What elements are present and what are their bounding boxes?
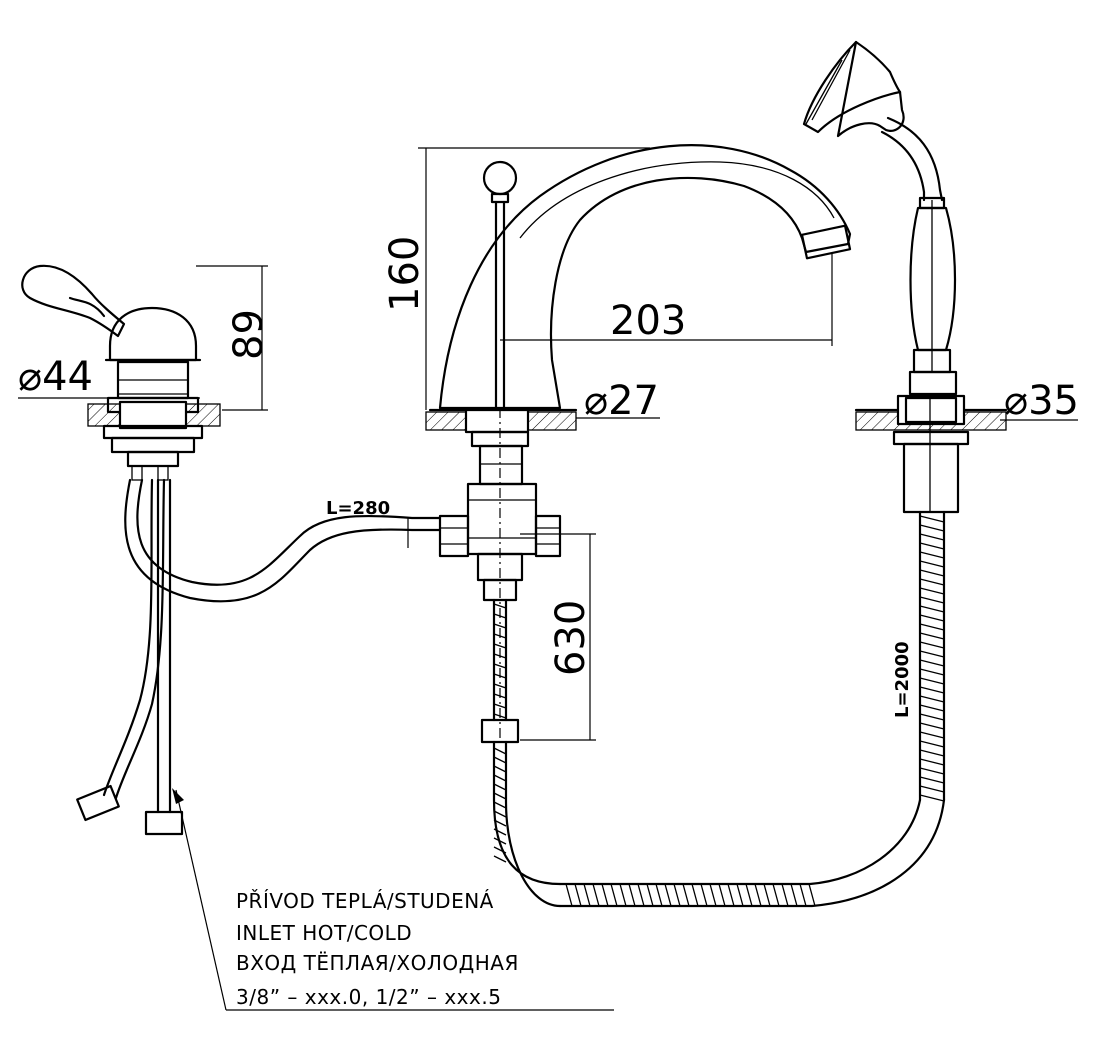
note-line-4: 3/8” – xxx.0, 1/2” – xxx.5: [236, 985, 501, 1009]
dim-valve-height: 89: [226, 309, 272, 360]
dim-valve-diameter: ⌀44: [18, 354, 93, 400]
dim-spout-base-diameter: ⌀27: [584, 378, 659, 424]
note-line-3: ВХОД ТЁПЛАЯ/ХОЛОДНАЯ: [236, 951, 519, 975]
dim-shower-base-diameter: ⌀35: [1004, 378, 1079, 424]
spout-dimensions: 160 203 ⌀27 630: [382, 147, 833, 741]
dim-spout-reach: 203: [610, 298, 686, 344]
valve-dimensions: ⌀44 89: [18, 265, 272, 411]
dim-spout-height: 160: [382, 236, 428, 312]
label-connector-hose: L=280: [326, 498, 390, 519]
inlet-note: PŘÍVOD TEPLÁ/STUDENÁ INLET HOT/COLD ВХОД…: [172, 788, 614, 1011]
label-shower-hose: L=2000: [892, 641, 913, 718]
note-line-2: INLET HOT/COLD: [236, 921, 412, 945]
hand-shower: [492, 40, 1008, 908]
spout-assembly: [425, 144, 852, 744]
shower-dimensions: ⌀35 L=2000: [892, 378, 1079, 718]
dim-outlet-length: 630: [548, 600, 594, 676]
note-line-1: PŘÍVOD TEPLÁ/STUDENÁ: [236, 889, 494, 913]
